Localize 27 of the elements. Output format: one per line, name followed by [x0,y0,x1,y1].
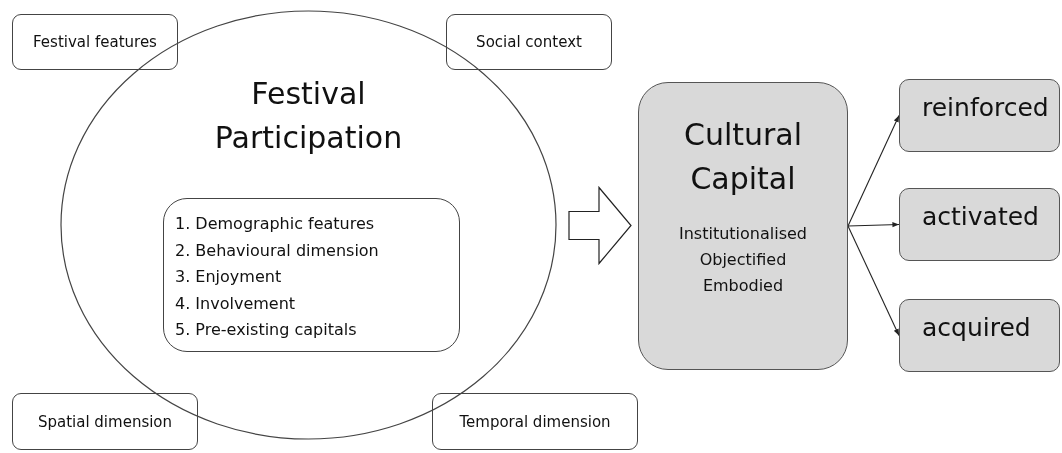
list-item: 4. Involvement [175,292,296,315]
list-item: 5. Pre-existing capitals [175,319,357,341]
node-title: Cultural Capital [682,116,804,198]
context-box [12,14,178,70]
factor-list-box [163,198,460,352]
block-arrow [568,185,632,266]
list-item: 3. Enjoyment [175,266,282,288]
outcome-label: activated [922,201,1039,233]
subtype-label: Objectified [698,249,788,271]
list-item: 1. Demographic features [175,213,375,235]
arrow [847,114,900,227]
outcome-box [899,299,1060,372]
outcome-box [899,79,1060,152]
arrow [847,222,900,228]
outcome-label: acquired [922,312,1031,344]
capital-box [638,82,848,370]
context-box [12,393,198,450]
node-title: Festival Participation [213,75,404,157]
arrow [847,225,900,337]
context-box [446,14,612,70]
subtype-label: Embodied [701,275,785,297]
box-label: Temporal dimension [457,412,613,431]
outcome-box [899,188,1060,261]
outcome-label: reinforced [922,92,1049,124]
subtype-label: Institutionalised [678,223,808,245]
list-item: 2. Behavioural dimension [175,239,379,262]
context-box [432,393,638,450]
